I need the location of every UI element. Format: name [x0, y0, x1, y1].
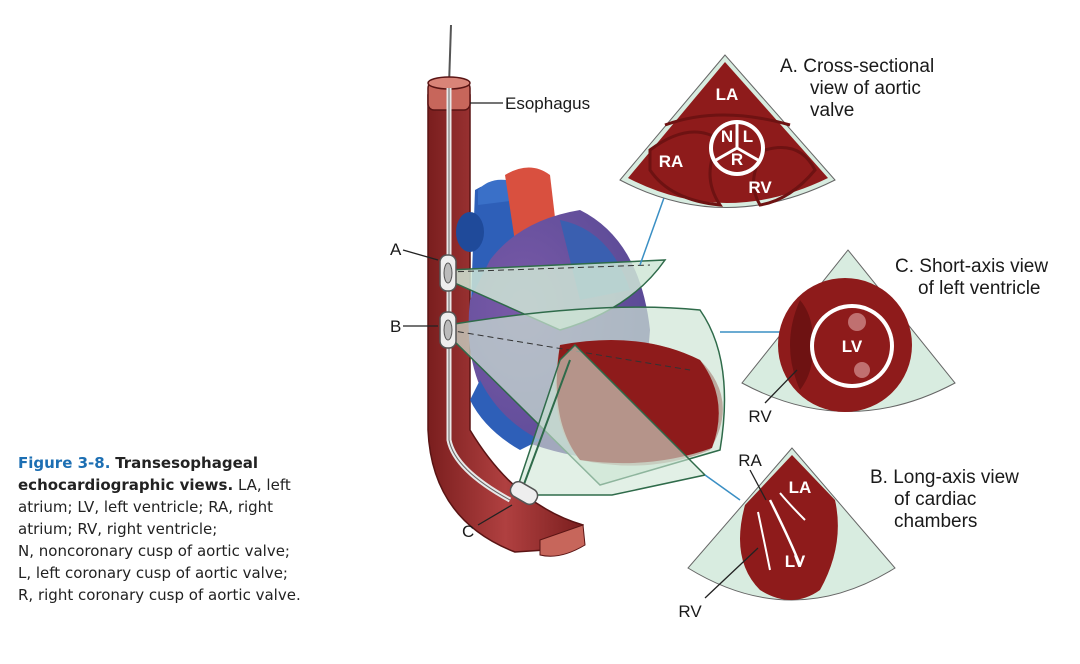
- esophagus: [427, 24, 586, 557]
- view-a-r-label: R: [731, 150, 743, 169]
- view-b-sector: [687, 447, 896, 601]
- caption-line: N, noncoronary cusp of aortic valve;: [18, 542, 290, 560]
- caption-line: atrium; LV, left ventricle; RA, right: [18, 498, 274, 516]
- view-b-title: B. Long-axis view of cardiac chambers: [870, 467, 1024, 532]
- view-c-rv-label: RV: [748, 407, 772, 426]
- figure-caption: Figure 3-8. Transesophageal echocardiogr…: [18, 452, 358, 606]
- caption-line: atrium; RV, right ventricle;: [18, 520, 218, 538]
- view-b-ra-leader: [749, 469, 767, 501]
- view-c-lv-label: LV: [842, 337, 863, 356]
- leader-lines: [639, 194, 780, 501]
- view-b-rv-leader: [704, 547, 759, 599]
- view-a-l-label: L: [743, 127, 753, 146]
- caption-line: L, left coronary cusp of aortic valve;: [18, 564, 288, 582]
- probe-b-label: B: [390, 317, 401, 336]
- figure-number: Figure 3-8.: [18, 454, 111, 472]
- view-b-la-label: LA: [789, 478, 812, 497]
- caption-line: LA, left: [237, 476, 291, 494]
- view-b-ra-label: RA: [738, 451, 762, 470]
- probe-transducers: [439, 254, 539, 506]
- label-leaders: [402, 102, 513, 526]
- figure-title: Transesophageal echocardiographic views.: [18, 454, 259, 494]
- probe-a-label: A: [390, 240, 402, 259]
- view-a-ra-label: RA: [659, 152, 684, 171]
- view-b-rv-label: RV: [678, 602, 702, 621]
- view-a-sector: [619, 54, 836, 208]
- view-a-rv-label: RV: [748, 178, 772, 197]
- view-a-n-label: N: [721, 127, 733, 146]
- caption-line: R, right coronary cusp of aortic valve.: [18, 586, 301, 604]
- view-c-rv-leader: [764, 369, 798, 404]
- esophagus-label: Esophagus: [505, 94, 590, 113]
- view-c-title: C. Short-axis view of left ventricle: [895, 256, 1053, 299]
- view-b-lv-label: LV: [785, 552, 806, 571]
- view-a-title: A. Cross-sectional view of aortic valve: [780, 56, 939, 121]
- imaging-planes: [447, 259, 726, 496]
- probe-c-label: C: [462, 522, 474, 541]
- view-a-la-label: LA: [716, 85, 739, 104]
